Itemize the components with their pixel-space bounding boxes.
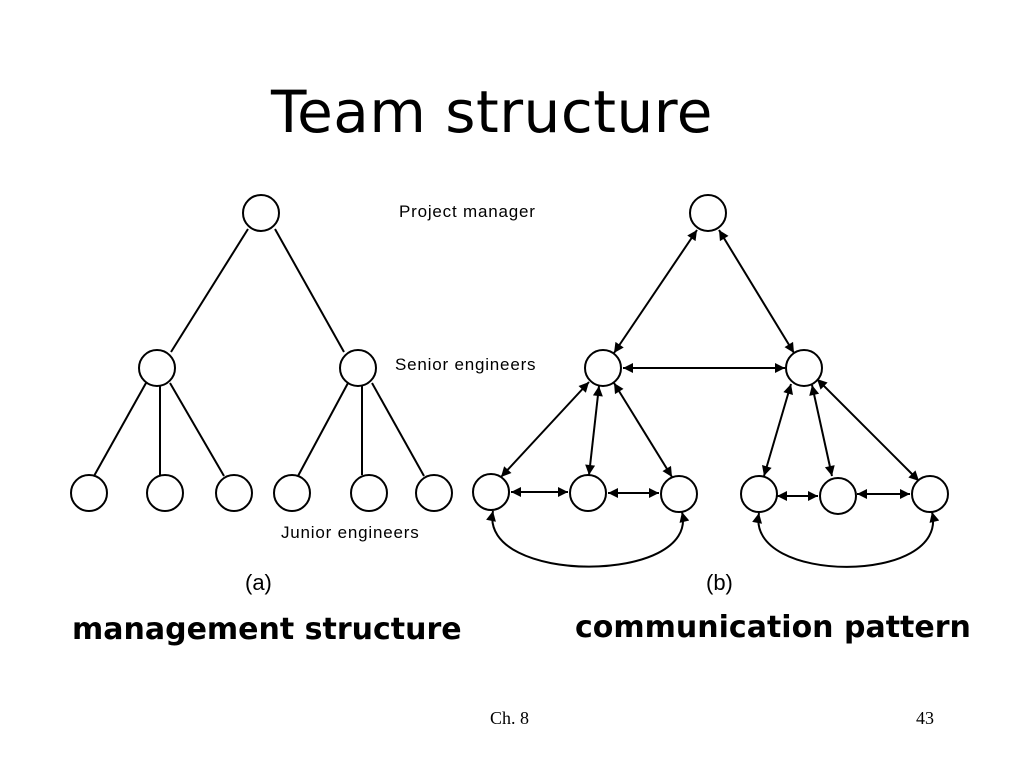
junior-engineer-node	[819, 477, 857, 515]
junior-engineer-node	[472, 473, 510, 511]
management-tree	[70, 194, 453, 512]
senior-engineer-node	[339, 349, 377, 387]
page-number: 43	[916, 708, 934, 728]
communication-graph	[472, 194, 949, 568]
junior-engineer-node	[911, 475, 949, 513]
slide-title: Team structure	[271, 78, 713, 146]
junior-engineer-node	[70, 474, 108, 512]
project-manager-node	[689, 194, 727, 232]
senior-engineer-node	[584, 349, 622, 387]
chapter-footer: Ch. 8	[490, 708, 530, 728]
management-structure-subtitle: management structure	[72, 612, 462, 647]
communication-edges	[486, 229, 940, 568]
junior-engineer-node	[273, 474, 311, 512]
junior-engineer-node	[146, 474, 184, 512]
senior-engineer-node	[785, 349, 823, 387]
panel-b-caption: (b)	[706, 570, 733, 595]
junior-engineer-node	[569, 474, 607, 512]
junior-engineer-node	[660, 475, 698, 513]
project-manager-node	[242, 194, 280, 232]
panel-a-caption: (a)	[245, 570, 272, 595]
junior-engineer-node	[740, 475, 778, 513]
senior-engineers-label: Senior engineers	[395, 355, 536, 374]
project-manager-label: Project manager	[399, 202, 536, 221]
junior-engineer-node	[415, 474, 453, 512]
junior-engineer-node	[350, 474, 388, 512]
junior-engineers-label: Junior engineers	[281, 523, 420, 542]
junior-engineer-node	[215, 474, 253, 512]
tree-edges	[93, 228, 425, 477]
senior-engineer-node	[138, 349, 176, 387]
communication-pattern-subtitle: communication pattern	[575, 610, 971, 645]
